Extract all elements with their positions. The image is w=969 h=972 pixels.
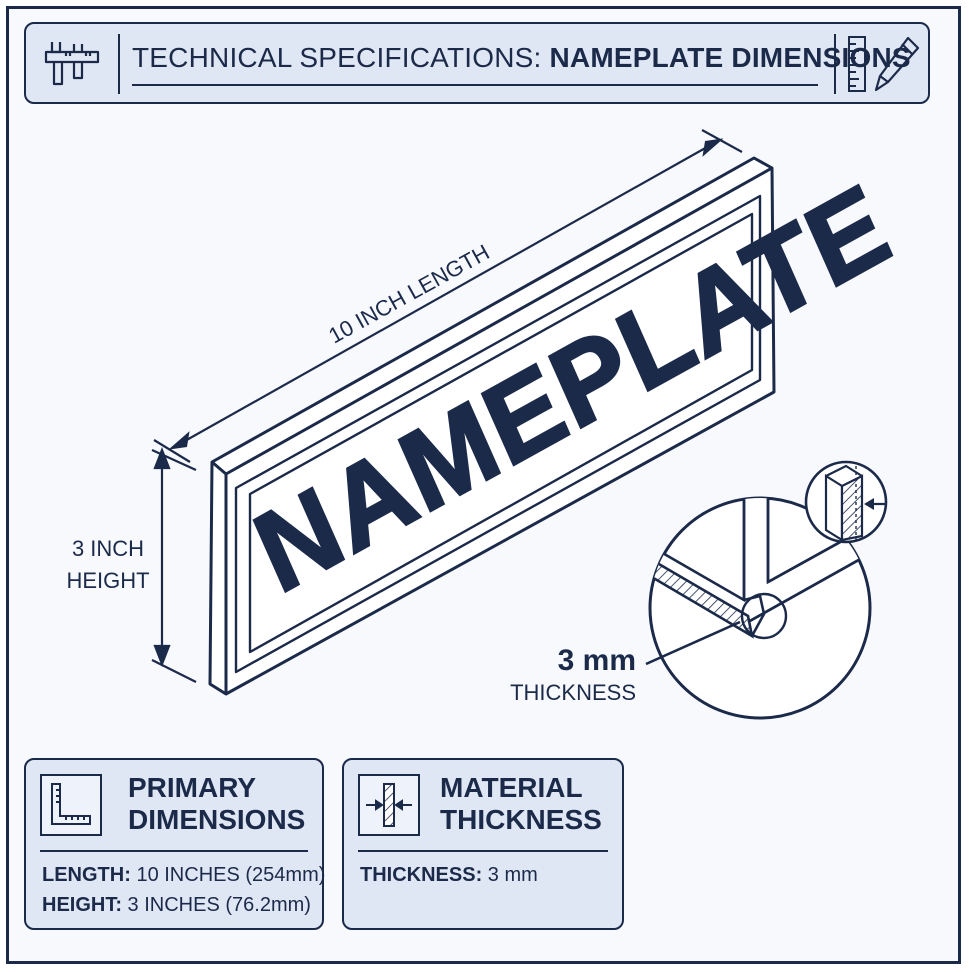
length-spec: LENGTH: 10 INCHES (254mm): [42, 864, 326, 886]
thickness-spec: THICKNESS: 3 mm: [360, 864, 538, 886]
thickness-gauge-icon: [358, 774, 420, 836]
height-dimension: [151, 446, 197, 683]
height-spec: HEIGHT: 3 INCHES (76.2mm): [42, 894, 311, 916]
edge-profile-inset: [804, 460, 888, 544]
ruler-icon: [848, 36, 866, 92]
primary-dimensions-card: PRIMARY DIMENSIONS LENGTH: 10 INCHES (25…: [24, 758, 326, 930]
material-thickness-card: MATERIAL THICKNESS THICKNESS: 3 mm: [342, 758, 624, 930]
height-label-line2: HEIGHT: [66, 568, 149, 593]
caliper-icon: [44, 42, 100, 86]
card-divider: [40, 850, 308, 852]
primary-dimensions-title: PRIMARY DIMENSIONS: [128, 772, 306, 835]
length-dimension: [153, 129, 743, 463]
thickness-label: THICKNESS: [510, 680, 636, 705]
card-divider: [358, 850, 608, 852]
set-square-icon: [40, 774, 102, 836]
title-underline: [132, 84, 818, 86]
header-divider-left: [118, 34, 120, 94]
thickness-leader: [645, 620, 741, 666]
header-divider-right: [834, 34, 836, 94]
height-label-line1: 3 INCH: [72, 536, 144, 561]
pencil-icon: [874, 36, 920, 92]
material-thickness-title: MATERIAL THICKNESS: [440, 772, 602, 835]
title-banner: TECHNICAL SPECIFICATIONS: NAMEPLATE DIME…: [24, 22, 930, 104]
nameplate-body: [208, 156, 776, 696]
thickness-value: 3 mm: [558, 644, 636, 677]
